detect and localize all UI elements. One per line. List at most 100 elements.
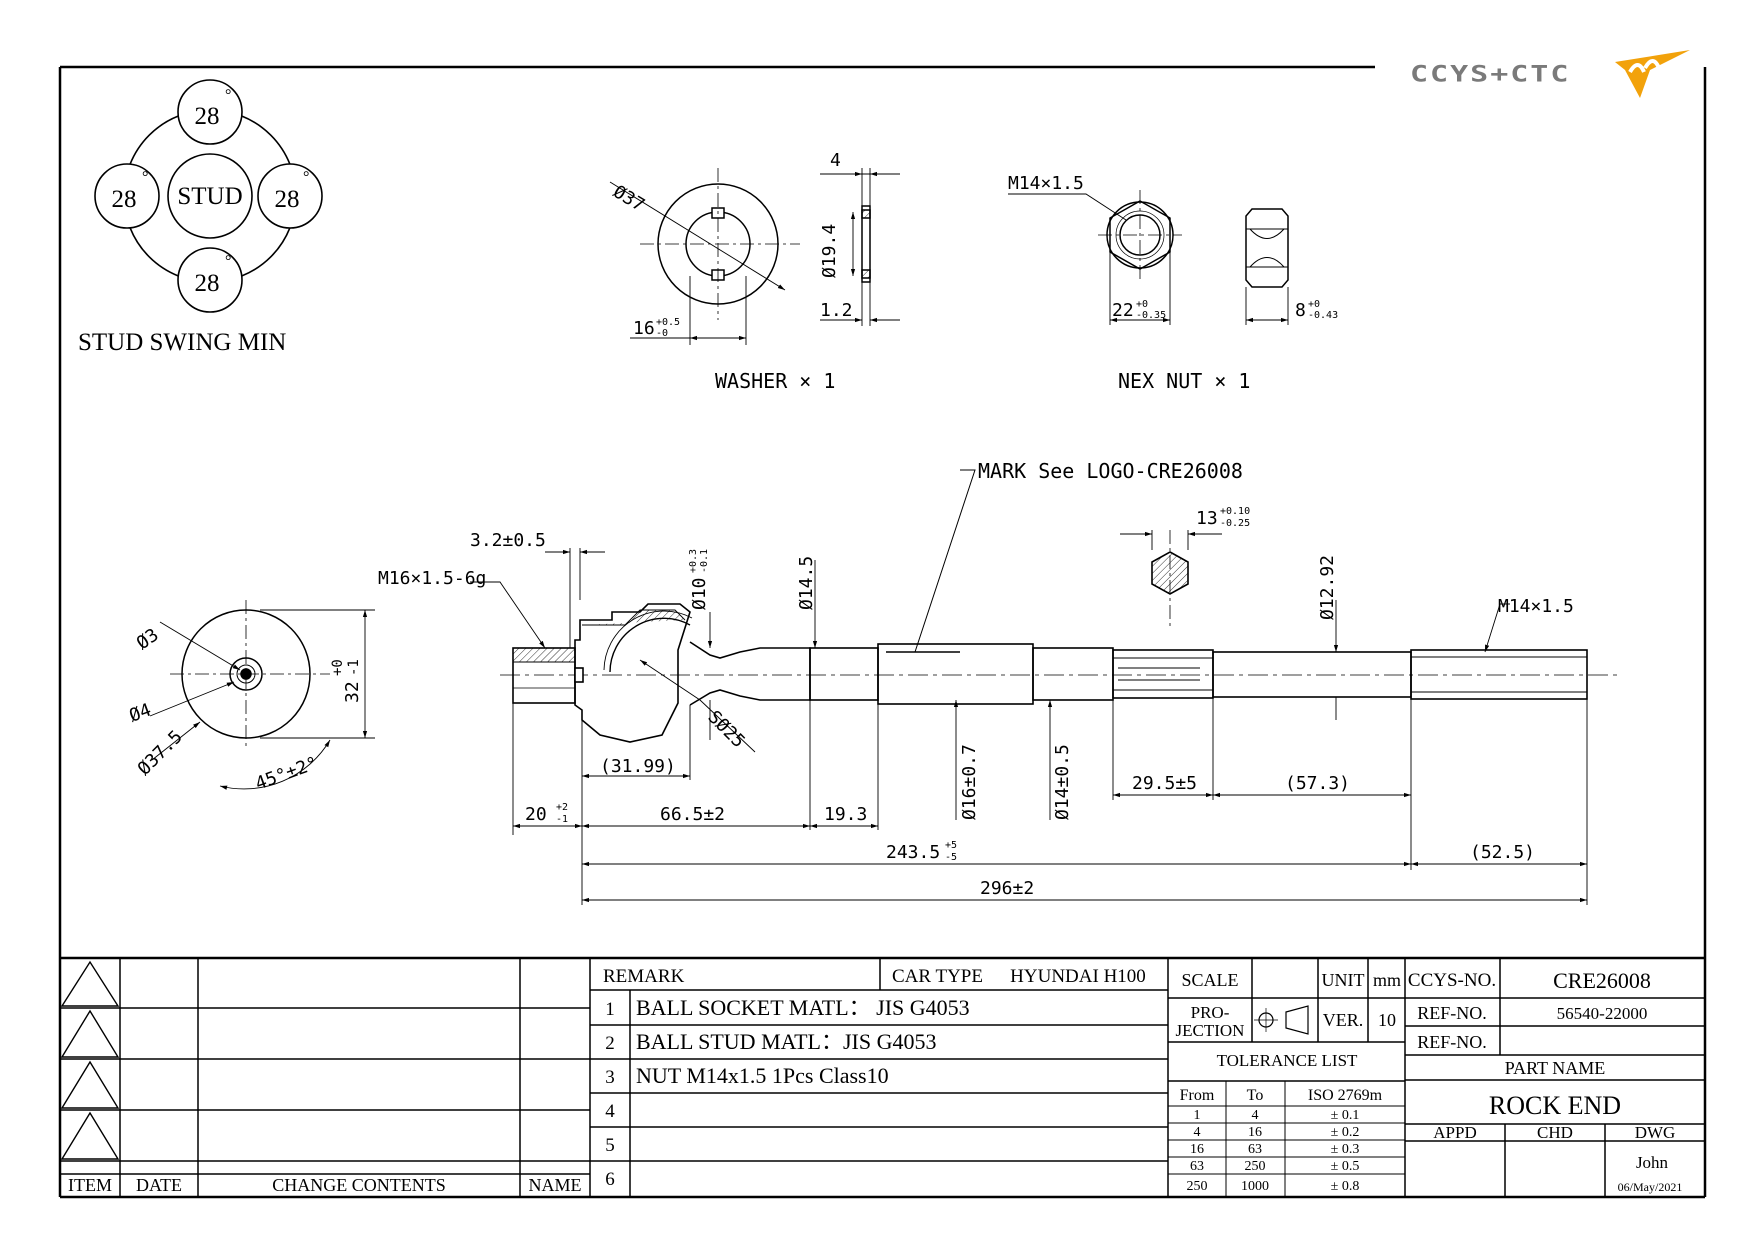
revision-triangles	[60, 960, 120, 1160]
remark-text-1: BALL SOCKET MATL： JIS G4053	[636, 995, 970, 1020]
hex-nut-views: M14×1.5 22 +0 -0.35 8 +0 -0.43 NEX NUT ×…	[1008, 173, 1338, 393]
len-31-99: (31.99)	[600, 756, 676, 777]
svg-text:-0.25: -0.25	[1220, 518, 1250, 529]
tolerance-rows: 1 4 ± 0.1 4 16 ± 0.2 16 63 ± 0.3 63 250 …	[1187, 1108, 1360, 1194]
projection-label-1: PRO-	[1191, 1003, 1230, 1022]
drawing-date: 06/May/2021	[1618, 1180, 1683, 1194]
title-block: ITEM DATE CHANGE CONTENTS NAME REMARK CA…	[60, 958, 1705, 1197]
car-type-label: CAR TYPE	[892, 966, 983, 987]
car-type-value: HYUNDAI H100	[1010, 966, 1146, 987]
part-name-label: PART NAME	[1505, 1058, 1605, 1078]
washer-caption: WASHER × 1	[715, 369, 835, 393]
part-name: ROCK END	[1489, 1091, 1621, 1120]
svg-text:-0.35: -0.35	[1136, 310, 1166, 321]
svg-text:°: °	[142, 169, 148, 186]
svg-text:16: 16	[1190, 1142, 1204, 1157]
logo-mark-icon	[1615, 50, 1690, 98]
svg-text:+2: +2	[556, 802, 568, 813]
ver-value: 10	[1378, 1010, 1396, 1030]
tol-header-from: From	[1180, 1087, 1215, 1104]
ref-label-2: REF-NO.	[1417, 1032, 1487, 1052]
unit-value: mm	[1373, 970, 1401, 990]
svg-text:+0.5: +0.5	[656, 317, 680, 328]
end-dim-d375: Ø37.5	[134, 726, 187, 779]
len-52-5: (52.5)	[1470, 842, 1535, 863]
tol-header-iso: ISO 2769m	[1308, 1087, 1383, 1104]
end-view: 32 +0 -1 Ø3 Ø4 Ø37.5 45°±2°	[127, 600, 375, 795]
svg-text:250: 250	[1187, 1179, 1208, 1194]
svg-text:4: 4	[1252, 1108, 1259, 1123]
svg-text:°: °	[225, 87, 231, 104]
svg-text:± 0.1: ± 0.1	[1331, 1108, 1360, 1123]
ver-label: VER.	[1323, 1010, 1364, 1030]
len-296: 296±2	[980, 878, 1034, 899]
dim-d16: Ø16±0.7	[959, 744, 980, 820]
svg-text:1000: 1000	[1241, 1179, 1269, 1194]
svg-text:°: °	[303, 169, 309, 186]
svg-text:63: 63	[1190, 1159, 1204, 1174]
svg-text:-1: -1	[346, 659, 362, 676]
remark-num-6: 6	[605, 1169, 615, 1190]
nut-thread: M14×1.5	[1008, 173, 1084, 194]
swing-angle-top: 28	[195, 103, 220, 130]
remark-num-4: 4	[605, 1101, 615, 1122]
len-243-5: 243.5	[886, 842, 940, 863]
svg-text:250: 250	[1245, 1159, 1266, 1174]
rev-header-name: NAME	[529, 1175, 582, 1195]
washer-dim-inner: Ø19.4	[819, 224, 840, 278]
nut-caption: NEX NUT × 1	[1118, 369, 1250, 393]
dim-d14-5: Ø14.5	[796, 556, 817, 610]
len-57-3: (57.3)	[1285, 773, 1350, 794]
svg-text:+0: +0	[330, 659, 346, 676]
ccys-label: CCYS-NO.	[1408, 970, 1496, 991]
tol-header-to: To	[1247, 1087, 1264, 1104]
company-logo: CCYS+CTC	[1410, 50, 1690, 98]
len-20: 20	[525, 804, 547, 825]
svg-text:-5: -5	[945, 852, 957, 863]
washer-views: Ø37 4 Ø19.4 1.2 16 +0.5 -0 WASHER × 1	[609, 150, 900, 393]
dwg-label: DWG	[1635, 1123, 1676, 1142]
stud-label: STUD	[177, 183, 242, 210]
svg-text:+0: +0	[1308, 299, 1320, 310]
svg-text:-0: -0	[656, 328, 668, 339]
dim-d14: Ø14±0.5	[1052, 744, 1073, 820]
end-dim-d3: Ø3	[133, 624, 163, 654]
svg-text:1: 1	[1194, 1108, 1201, 1123]
svg-text:63: 63	[1248, 1142, 1262, 1157]
scale-label: SCALE	[1181, 970, 1238, 990]
remark-text-2: BALL STUD MATL：JIS G4053	[636, 1029, 936, 1054]
rev-header-date: DATE	[136, 1175, 182, 1195]
ccys-number: CRE26008	[1553, 968, 1651, 993]
swing-angle-bottom: 28	[195, 270, 220, 297]
len-29-5: 29.5±5	[1132, 773, 1197, 794]
svg-text:+0.10: +0.10	[1220, 506, 1250, 517]
mark-note: MARK See LOGO-CRE26008	[978, 459, 1243, 483]
remark-text-3: NUT M14x1.5 1Pcs Class10	[636, 1063, 889, 1088]
stud-swing-diagram: STUD 28 28 28 28 ° ° ° ° STUD SWING MIN	[78, 79, 323, 356]
rev-header-item: ITEM	[68, 1175, 112, 1195]
swing-angle-right: 28	[275, 186, 300, 213]
remark-header: REMARK	[603, 966, 685, 987]
hex-dim: 13	[1196, 508, 1218, 529]
ref-number-1: 56540-22000	[1557, 1004, 1648, 1023]
projection-label-2: JECTION	[1176, 1021, 1245, 1040]
nut-dim-af: 22	[1112, 300, 1134, 321]
unit-label: UNIT	[1322, 970, 1365, 990]
svg-text:± 0.2: ± 0.2	[1331, 1125, 1360, 1140]
svg-text:16: 16	[1248, 1125, 1262, 1140]
svg-text:°: °	[225, 253, 231, 270]
svg-text:± 0.8: ± 0.8	[1331, 1179, 1360, 1194]
svg-text:+5: +5	[945, 840, 957, 851]
rev-header-contents: CHANGE CONTENTS	[272, 1175, 446, 1195]
logo-text: CCYS+CTC	[1410, 61, 1570, 87]
ref-label-1: REF-NO.	[1417, 1003, 1487, 1023]
svg-text:± 0.5: ± 0.5	[1331, 1159, 1360, 1174]
svg-text:-1: -1	[556, 814, 568, 825]
remark-num-1: 1	[605, 999, 615, 1020]
stud-swing-caption: STUD SWING MIN	[78, 329, 286, 356]
sheet-border	[58, 65, 1707, 1199]
projection-symbol-icon	[1254, 1005, 1309, 1035]
remark-num-3: 3	[605, 1067, 615, 1088]
end-dim-angle: 45°±2°	[253, 753, 321, 795]
